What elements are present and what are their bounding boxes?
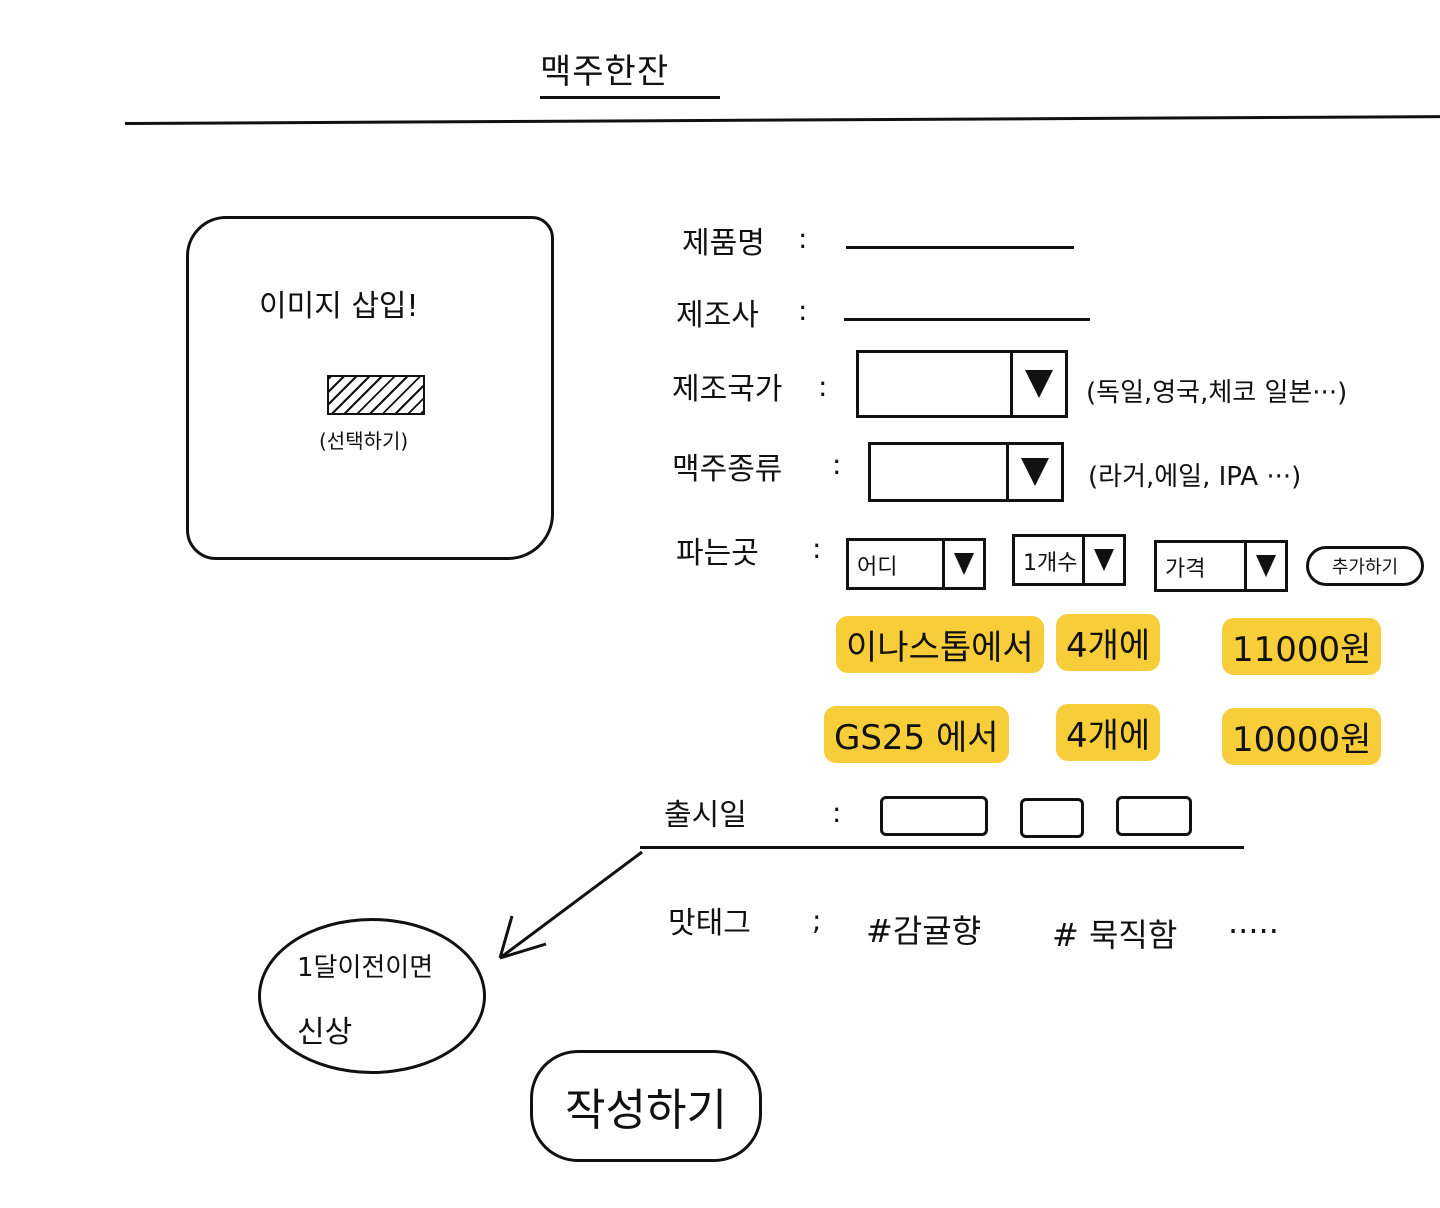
country-label: 제조국가 <box>672 372 783 407</box>
image-upload-area[interactable]: 이미지 삽입! (선택하기) <box>186 216 554 560</box>
product-name-label: 제품명 <box>682 226 765 261</box>
flavor-tags-label: 맛태그 <box>668 906 751 941</box>
beer-type-select[interactable] <box>868 442 1064 502</box>
chevron-down-icon <box>1244 543 1285 589</box>
arrow-head <box>499 942 547 960</box>
add-store-button[interactable]: 추가하기 <box>1306 546 1424 586</box>
title-underline <box>540 96 720 99</box>
more-tags-ellipsis: ····· <box>1228 912 1279 950</box>
entry-store: GS25 에서 <box>824 706 1009 763</box>
image-select-button[interactable] <box>327 375 425 415</box>
note-line-2: 신상 <box>297 1015 353 1050</box>
price-select-value: 가격 <box>1165 557 1206 582</box>
store-select-value: 어디 <box>857 555 898 580</box>
note-line-1: 1달이전이면 <box>297 953 434 983</box>
chevron-down-icon <box>942 541 983 587</box>
colon: : <box>832 448 842 481</box>
chevron-down-icon <box>1082 537 1123 583</box>
entry-store: 이나스톱에서 <box>836 616 1044 673</box>
colon: : <box>832 796 842 829</box>
arrow-shaft <box>499 850 643 960</box>
country-select[interactable] <box>856 350 1068 418</box>
entry-price: 11000원 <box>1222 618 1382 675</box>
arrow-head <box>498 915 514 959</box>
header-divider <box>124 115 1440 125</box>
chevron-down-icon <box>1010 353 1065 415</box>
manufacturer-input[interactable] <box>844 318 1090 321</box>
store-select[interactable]: 어디 <box>846 538 986 590</box>
new-release-note: 1달이전이면 신상 <box>258 918 486 1074</box>
submit-button[interactable]: 작성하기 <box>530 1050 762 1162</box>
flavor-tag[interactable]: # 묵직함 <box>1052 916 1178 954</box>
quantity-select-value: 1개수 <box>1023 551 1078 576</box>
beer-type-label: 맥주종류 <box>672 452 783 487</box>
colon: : <box>812 532 822 565</box>
image-select-label: (선택하기) <box>319 429 409 453</box>
image-upload-prompt: 이미지 삽입! <box>259 289 419 324</box>
manufacturer-label: 제조사 <box>676 298 759 333</box>
colon: : <box>798 294 808 327</box>
annotation-arrow <box>498 850 643 960</box>
flavor-tag[interactable]: #감귤향 <box>866 912 982 950</box>
release-year-input[interactable] <box>880 796 988 836</box>
entry-qty: 4개에 <box>1056 614 1161 671</box>
colon: ; <box>812 904 822 937</box>
release-date-underline <box>640 846 1244 849</box>
colon: : <box>798 222 808 255</box>
release-month-input[interactable] <box>1020 798 1084 838</box>
entry-qty: 4개에 <box>1056 704 1161 761</box>
release-date-label: 출시일 <box>664 798 747 833</box>
quantity-select[interactable]: 1개수 <box>1012 534 1126 586</box>
chevron-down-icon <box>1006 445 1061 499</box>
price-select[interactable]: 가격 <box>1154 540 1288 592</box>
beer-type-hint: (라거,에일, IPA ···) <box>1088 462 1302 492</box>
colon: : <box>818 370 828 403</box>
purchase-place-label: 파는곳 <box>676 536 759 571</box>
country-hint: (독일,영국,체코 일본···) <box>1086 378 1348 408</box>
product-name-input[interactable] <box>846 246 1074 249</box>
release-day-input[interactable] <box>1116 796 1192 836</box>
page-title: 맥주한잔 <box>540 52 670 92</box>
entry-price: 10000원 <box>1222 708 1382 765</box>
